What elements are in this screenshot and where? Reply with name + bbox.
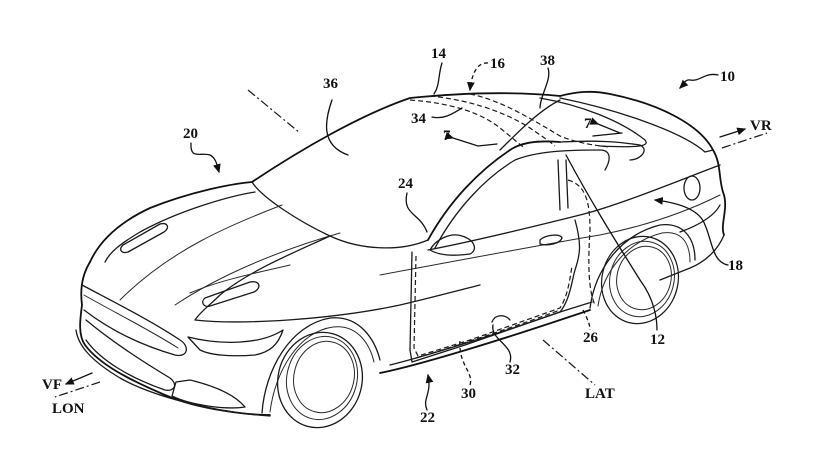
- label-30: 30: [461, 386, 476, 402]
- rear-wheel-arch: [589, 224, 696, 309]
- label-38: 38: [540, 53, 555, 69]
- rocker-bump: [491, 315, 511, 323]
- b-pillar: [557, 159, 569, 211]
- leader-34: [431, 107, 463, 119]
- a-pillar-inner: [434, 149, 610, 249]
- vf-arrow: [64, 372, 93, 385]
- hood-vent-crease: [189, 264, 291, 294]
- leader-12: [565, 154, 658, 331]
- roof-rail: [559, 140, 645, 161]
- rear-wheel-arch-inner: [597, 232, 691, 307]
- hood-vent-right: [202, 281, 260, 308]
- labels: 10 14 16 38 34 7 7 36 20 24 18 12 26 32 …: [42, 46, 772, 426]
- leader-32: [492, 324, 512, 363]
- leader-26: [582, 309, 591, 331]
- label-16: 16: [490, 56, 506, 72]
- rear-end: [712, 149, 727, 236]
- hood-crease: [104, 191, 256, 263]
- roof-line: [251, 92, 561, 183]
- label-14: 14: [431, 46, 447, 62]
- roof-member-dashed: [409, 99, 526, 149]
- vf-axis-line: [54, 381, 101, 398]
- front-wheel: [276, 331, 364, 429]
- label-22: 22: [420, 410, 435, 426]
- label-vr: VR: [750, 118, 772, 134]
- front-rim: [293, 340, 355, 414]
- shoulder-line: [379, 194, 721, 276]
- belt-line: [427, 164, 721, 251]
- sill-dashed: [415, 309, 561, 359]
- rear-rim: [616, 245, 672, 311]
- label-lat: LAT: [585, 386, 615, 402]
- label-26: 26: [583, 330, 599, 346]
- label-24: 24: [398, 176, 414, 192]
- hood-left-edge: [89, 181, 253, 263]
- a-pillar-line: [427, 140, 561, 241]
- front-fender-line: [194, 284, 481, 323]
- label-7-left: 7: [443, 128, 451, 144]
- section-7-right-arrow: [593, 124, 623, 137]
- vehicle-drawing: [75, 90, 727, 429]
- hood-stripe-1: [119, 204, 283, 301]
- label-20: 20: [183, 126, 198, 142]
- spoiler-edge: [559, 97, 714, 153]
- vr-axis-line: [721, 132, 768, 149]
- rear-lower: [659, 234, 725, 281]
- leader-16: [466, 62, 489, 92]
- rear-quarter-lower: [679, 204, 721, 233]
- leader-18: [653, 197, 729, 266]
- door-handle: [539, 234, 563, 246]
- fog-lamp: [171, 379, 246, 409]
- front-tire-inner: [285, 335, 359, 421]
- label-34: 34: [411, 111, 427, 127]
- side-mirror: [429, 234, 476, 256]
- label-36: 36: [323, 76, 339, 92]
- quarter-window: [539, 97, 647, 148]
- leader-22: [424, 373, 434, 411]
- label-18: 18: [728, 258, 743, 274]
- rear-tire-inner: [609, 240, 675, 318]
- headlight: [187, 329, 284, 357]
- hood-stripe-2: [174, 232, 341, 306]
- upper-axis-line: [247, 89, 301, 134]
- front-wheel-arch: [261, 317, 381, 414]
- rear-deck-line: [559, 90, 714, 151]
- door-seal-dashed: [413, 255, 573, 357]
- hood-vent-left: [120, 222, 169, 254]
- front-wheel-arch-inner: [269, 326, 375, 413]
- c-pillar: [499, 99, 561, 151]
- leader-24: [405, 192, 428, 233]
- roof-member-dashed-3: [469, 93, 611, 148]
- annotations: [54, 62, 768, 411]
- leader-20: [190, 142, 221, 174]
- rocker-panel: [379, 309, 591, 374]
- leader-36: [325, 99, 349, 156]
- hood-right-edge: [194, 235, 331, 321]
- b-pillar-dashed: [567, 179, 596, 306]
- label-32: 32: [505, 362, 520, 378]
- vr-arrow: [719, 127, 747, 138]
- label-10: 10: [720, 69, 735, 85]
- leader-30: [459, 339, 472, 386]
- front-splitter: [75, 329, 271, 417]
- label-7-right: 7: [584, 116, 592, 132]
- fuel-door: [683, 175, 701, 201]
- leader-14: [433, 62, 443, 95]
- lat-axis-line: [542, 339, 596, 386]
- label-lon: LON: [52, 401, 85, 417]
- label-12: 12: [650, 332, 665, 348]
- leader-10: [679, 73, 719, 89]
- rocker-upper: [389, 301, 593, 366]
- rear-wheel: [600, 235, 680, 325]
- section-7-left-arrow: [444, 131, 498, 147]
- leader-38: [539, 67, 550, 109]
- grille-top: [81, 284, 187, 357]
- grille-inner: [83, 294, 179, 349]
- label-vf: VF: [42, 377, 62, 393]
